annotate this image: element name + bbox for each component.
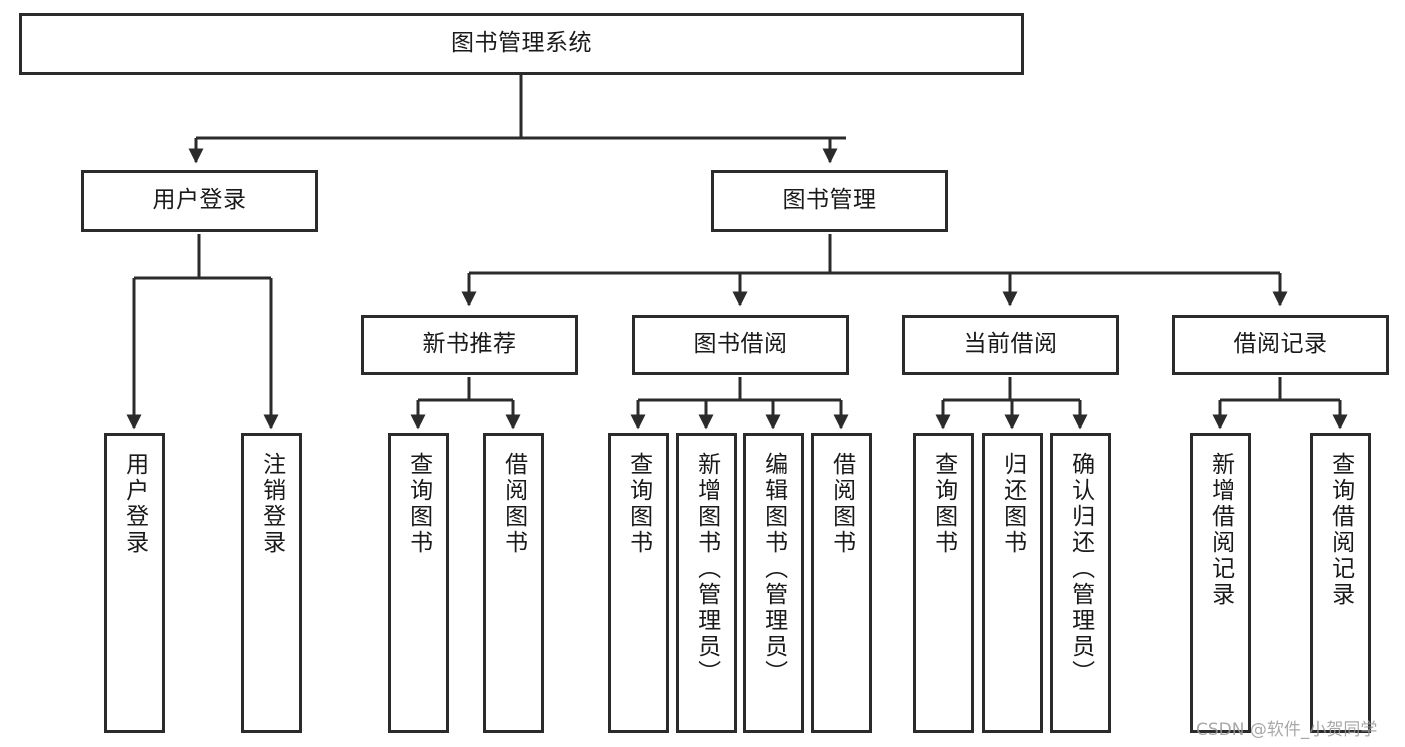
- leaf-user-login-login-label: 用户登录: [121, 452, 148, 556]
- leaf-borrow-query-book-label: 查询图书: [625, 452, 652, 556]
- watermark-text: CSDN @软件_小贺同学: [1196, 720, 1378, 740]
- node-book-borrow[interactable]: 图书借阅: [632, 315, 849, 375]
- node-book-management-label: 图书管理: [782, 187, 877, 214]
- leaf-record-add-record-label: 新增借阅记录: [1207, 452, 1234, 608]
- leaf-record-add-record[interactable]: 新增借阅记录: [1190, 433, 1251, 733]
- leaf-user-login-login[interactable]: 用户登录: [104, 433, 165, 733]
- node-user-login-label: 用户登录: [152, 187, 247, 214]
- leaf-recommend-borrow-book[interactable]: 借阅图书: [483, 433, 544, 733]
- leaf-borrow-query-book[interactable]: 查询图书: [608, 433, 669, 733]
- leaf-current-confirm-return-label: 确认归还（管理员）: [1067, 452, 1094, 686]
- leaf-recommend-query-book-label: 查询图书: [405, 452, 432, 556]
- leaf-current-return-book-label: 归还图书: [999, 452, 1026, 556]
- leaf-current-query-book[interactable]: 查询图书: [913, 433, 974, 733]
- leaf-borrow-edit-book-label: 编辑图书（管理员）: [760, 452, 787, 686]
- leaf-borrow-edit-book[interactable]: 编辑图书（管理员）: [743, 433, 804, 733]
- node-new-book-recommend[interactable]: 新书推荐: [361, 315, 578, 375]
- leaf-current-return-book[interactable]: 归还图书: [982, 433, 1043, 733]
- node-current-borrow[interactable]: 当前借阅: [902, 315, 1119, 375]
- node-book-borrow-label: 图书借阅: [693, 331, 788, 358]
- node-new-book-recommend-label: 新书推荐: [422, 331, 517, 358]
- leaf-borrow-add-book[interactable]: 新增图书（管理员）: [676, 433, 737, 733]
- leaf-user-login-logout[interactable]: 注销登录: [241, 433, 302, 733]
- node-user-login[interactable]: 用户登录: [81, 170, 318, 232]
- leaf-current-confirm-return[interactable]: 确认归还（管理员）: [1050, 433, 1111, 733]
- node-book-management[interactable]: 图书管理: [711, 170, 948, 232]
- leaf-borrow-borrow-book-label: 借阅图书: [828, 452, 855, 556]
- leaf-recommend-borrow-book-label: 借阅图书: [500, 452, 527, 556]
- leaf-borrow-borrow-book[interactable]: 借阅图书: [811, 433, 872, 733]
- leaf-record-query-record-label: 查询借阅记录: [1327, 452, 1354, 608]
- node-borrow-record-label: 借阅记录: [1233, 331, 1328, 358]
- leaf-recommend-query-book[interactable]: 查询图书: [388, 433, 449, 733]
- leaf-record-query-record[interactable]: 查询借阅记录: [1310, 433, 1371, 733]
- node-root-system-label: 图书管理系统: [451, 30, 592, 57]
- leaf-user-login-logout-label: 注销登录: [258, 452, 285, 556]
- node-root-system[interactable]: 图书管理系统: [19, 13, 1024, 75]
- leaf-borrow-add-book-label: 新增图书（管理员）: [693, 452, 720, 686]
- leaf-current-query-book-label: 查询图书: [930, 452, 957, 556]
- node-borrow-record[interactable]: 借阅记录: [1172, 315, 1389, 375]
- node-current-borrow-label: 当前借阅: [963, 331, 1058, 358]
